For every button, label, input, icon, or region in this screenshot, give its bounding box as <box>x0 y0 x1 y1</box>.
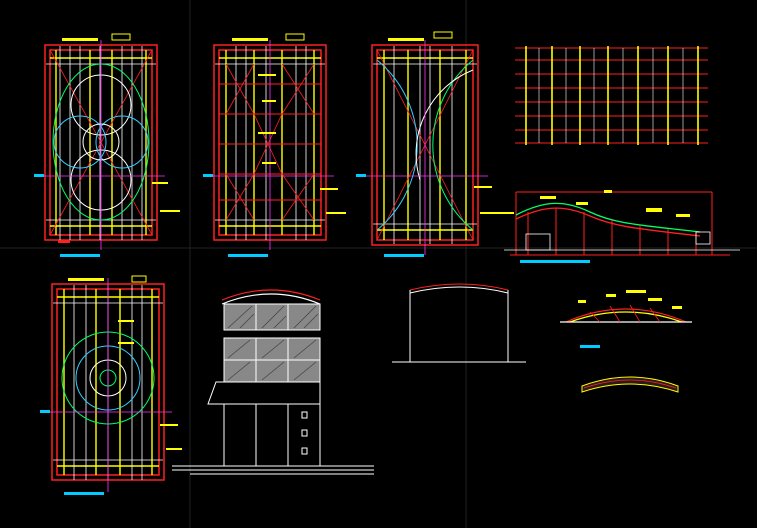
facade-hatch-lines <box>227 305 319 381</box>
facade-hatch-bands <box>223 303 321 383</box>
small-section-arch <box>560 308 692 323</box>
plan-2-crossbraces <box>225 63 315 221</box>
panel-small-section <box>560 290 692 348</box>
small-section-truss <box>589 304 661 323</box>
long-section-roof <box>515 202 701 237</box>
plan-2-axes <box>209 40 334 250</box>
small-section-labels <box>578 290 682 348</box>
panel-facade <box>172 289 374 475</box>
panel-plan-4 <box>40 275 182 495</box>
arch-elevation-outline <box>392 283 526 363</box>
facade-ground-floor <box>223 404 321 466</box>
plan-4-axes <box>44 278 172 492</box>
panel-plan-2 <box>203 33 346 257</box>
facade-ground-lines <box>172 465 374 475</box>
plan-4-labels <box>40 275 182 495</box>
long-section-labels <box>500 190 690 263</box>
plan-3-axes <box>362 40 488 255</box>
plan-2-labels <box>203 33 346 257</box>
long-section-outline <box>510 191 730 256</box>
long-section-ground <box>504 231 740 251</box>
plan-1-axes <box>40 40 165 250</box>
top-grid-thin <box>538 48 684 143</box>
plan-3-labels <box>356 31 500 257</box>
facade-canopy <box>207 381 321 405</box>
panel-plan-3 <box>356 31 500 257</box>
panel-plan-1 <box>34 33 180 257</box>
top-grid-verticals <box>525 46 699 145</box>
top-grid-horizontals <box>515 47 708 144</box>
plan-3-yellow-strips <box>377 50 473 240</box>
panel-curved-beam <box>581 376 679 393</box>
panel-arch-elevation <box>392 283 526 363</box>
plan-1-labels <box>34 33 180 257</box>
facade-roof-arch <box>221 289 321 305</box>
panel-long-section <box>500 190 740 263</box>
curved-beam-inner <box>583 379 677 389</box>
curved-beam-outline <box>581 376 679 393</box>
panel-top-grid <box>515 46 708 145</box>
